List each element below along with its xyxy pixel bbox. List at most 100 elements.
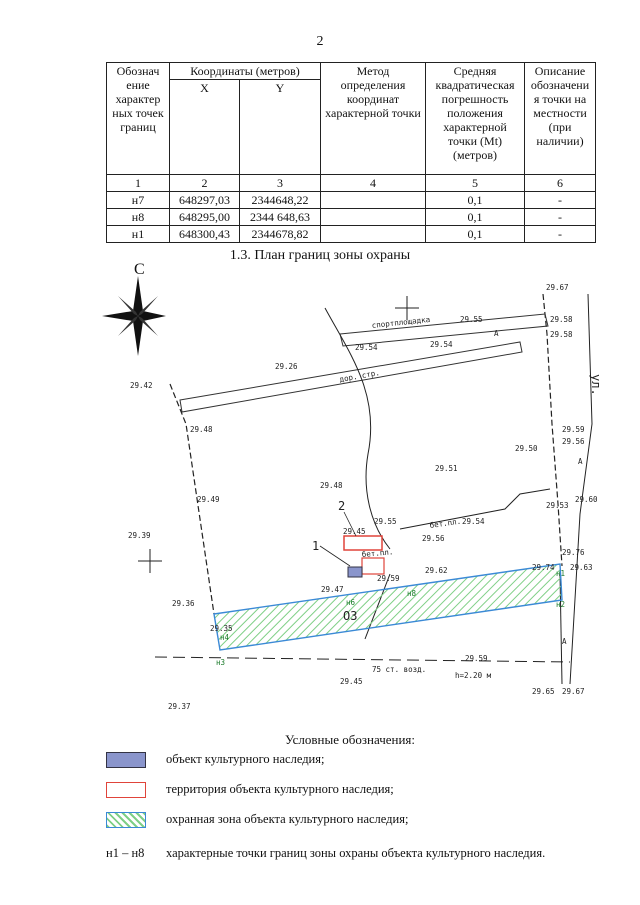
col-number: 2	[169, 174, 240, 192]
cell-point: н1	[106, 225, 170, 243]
point-n4: н4	[220, 633, 230, 642]
sport-road	[339, 313, 549, 347]
table-subheader-row: X Y	[107, 79, 596, 175]
cell-error: 0,1	[425, 208, 525, 226]
elevation-label: 29.58	[550, 330, 573, 339]
col-number: 6	[524, 174, 596, 192]
elevation-label: 29.54	[430, 340, 453, 349]
air-line	[154, 656, 571, 663]
page-number: 2	[316, 34, 324, 49]
elevation-label: 29.60	[575, 495, 598, 504]
zone-a-label: А	[494, 329, 499, 338]
zone-oz-label: ОЗ	[343, 609, 357, 623]
header-method: Метод определения координат характерной …	[320, 62, 426, 175]
elevation-label: 29.58	[550, 315, 573, 324]
elevation-label: 29.45	[343, 527, 366, 536]
col-number: 3	[238, 174, 322, 192]
cell-y: 2344 648,63	[238, 208, 322, 226]
cell-desc: -	[524, 225, 596, 243]
elevation-label: 29.55	[460, 315, 483, 324]
cell-method	[320, 208, 426, 226]
elevation-label: 29.26	[275, 362, 298, 371]
zone-a-label-3: А	[562, 637, 567, 646]
legend-title: Условные обозначения:	[284, 732, 416, 747]
section-title: 1.3. План границ зоны охраны	[229, 248, 411, 263]
north-label: С	[134, 261, 145, 278]
col-number: 5	[425, 174, 525, 192]
cell-x: 648297,03	[169, 191, 240, 209]
elevation-label: 29.48	[320, 481, 343, 490]
compass-rose-icon	[102, 276, 166, 356]
header-x: X	[169, 79, 240, 175]
cell-method	[320, 225, 426, 243]
cell-desc: -	[524, 208, 596, 226]
cell-point: н7	[106, 191, 170, 209]
street-line	[569, 293, 593, 685]
elevation-label: 29.63	[570, 563, 593, 572]
table-row: н7 648297,03 2344648,22 0,1 -	[106, 191, 596, 209]
elevation-label: 29.59	[562, 425, 585, 434]
header-coordinates: Координаты (метров)	[169, 62, 321, 80]
heritage-object	[347, 566, 363, 578]
height-label: h=2.20 м	[455, 671, 492, 680]
cell-x: 648300,43	[169, 225, 240, 243]
cell-x: 648295,00	[169, 208, 240, 226]
elevation-label: 29.67	[546, 283, 569, 292]
cell-error: 0,1	[425, 225, 525, 243]
elevation-label: 29.76	[562, 548, 585, 557]
elevation-label: 29.48	[190, 425, 213, 434]
elevation-label: 29.54	[462, 517, 485, 526]
legend-text-territory: территория объекта культурного наследия;	[166, 782, 394, 796]
legend-points-key: н1 – н8	[106, 846, 145, 860]
elevation-label: 29.51	[435, 464, 458, 473]
heritage-territory-2	[361, 557, 385, 575]
callout-2: 2	[338, 499, 345, 513]
cell-method	[320, 191, 426, 209]
zone-a-label-2: А	[578, 457, 583, 466]
right-boundary	[542, 293, 563, 567]
cell-error: 0,1	[425, 191, 525, 209]
elevation-label: 29.49	[197, 495, 220, 504]
elevation-label: 29.50	[515, 444, 538, 453]
point-n2: н2	[556, 600, 565, 609]
elevation-label: 29.67	[562, 687, 585, 696]
callout-line-2	[343, 511, 357, 537]
elevation-label: 29.39	[128, 531, 151, 540]
boundary-plan-map: 29.67 29.55 29.58 29.58 29.54 29.54 29.2…	[102, 276, 603, 711]
coordinates-table: Обознач ение характер ных точек границ К…	[106, 62, 596, 243]
path-line	[324, 307, 391, 550]
elevation-label: 29.37	[168, 702, 191, 711]
elevation-label: 29.47	[321, 585, 344, 594]
legend-text-object: объект культурного наследия;	[166, 752, 325, 766]
legend-swatch-territory	[106, 782, 146, 798]
bet-fence	[399, 488, 551, 530]
callout-line-1	[319, 545, 351, 567]
cell-y: 2344648,22	[238, 191, 322, 209]
point-n8: н8	[407, 589, 417, 598]
col-number: 1	[106, 174, 170, 192]
callout-1: 1	[312, 539, 319, 553]
elevation-label: 29.45	[340, 677, 363, 686]
header-point-designation: Обознач ение характер ных точек границ	[106, 62, 170, 175]
air-line-label: 75 ст. возд.	[372, 665, 426, 674]
elevation-label: 29.54	[355, 343, 378, 352]
concrete-pad-label-2: бет.пл.	[361, 547, 393, 559]
point-n6: н6	[346, 598, 356, 607]
elevation-label: 29.65	[532, 687, 555, 696]
street-label: ул.	[589, 374, 603, 396]
elevation-label: 29.56	[422, 534, 445, 543]
table-colnum-row: 1 2 3 4 5 6	[106, 174, 596, 192]
elevation-label: 29.59	[465, 654, 488, 663]
legend-swatch-zone	[106, 812, 146, 828]
plot-boundary	[169, 383, 215, 615]
heritage-territory	[343, 535, 383, 551]
elevation-label: 29.74	[532, 563, 555, 572]
header-error: Средняя квадратическая погрешность полож…	[425, 62, 525, 175]
table-row: н1 648300,43 2344678,82 0,1 -	[106, 225, 596, 243]
road-label: дор. стр.	[339, 368, 381, 384]
cell-y: 2344678,82	[238, 225, 322, 243]
header-description: Описание обозначени я точки на местности…	[524, 62, 596, 175]
elevation-label: 29.62	[425, 566, 448, 575]
col-number: 4	[320, 174, 426, 192]
cell-point: н8	[106, 208, 170, 226]
